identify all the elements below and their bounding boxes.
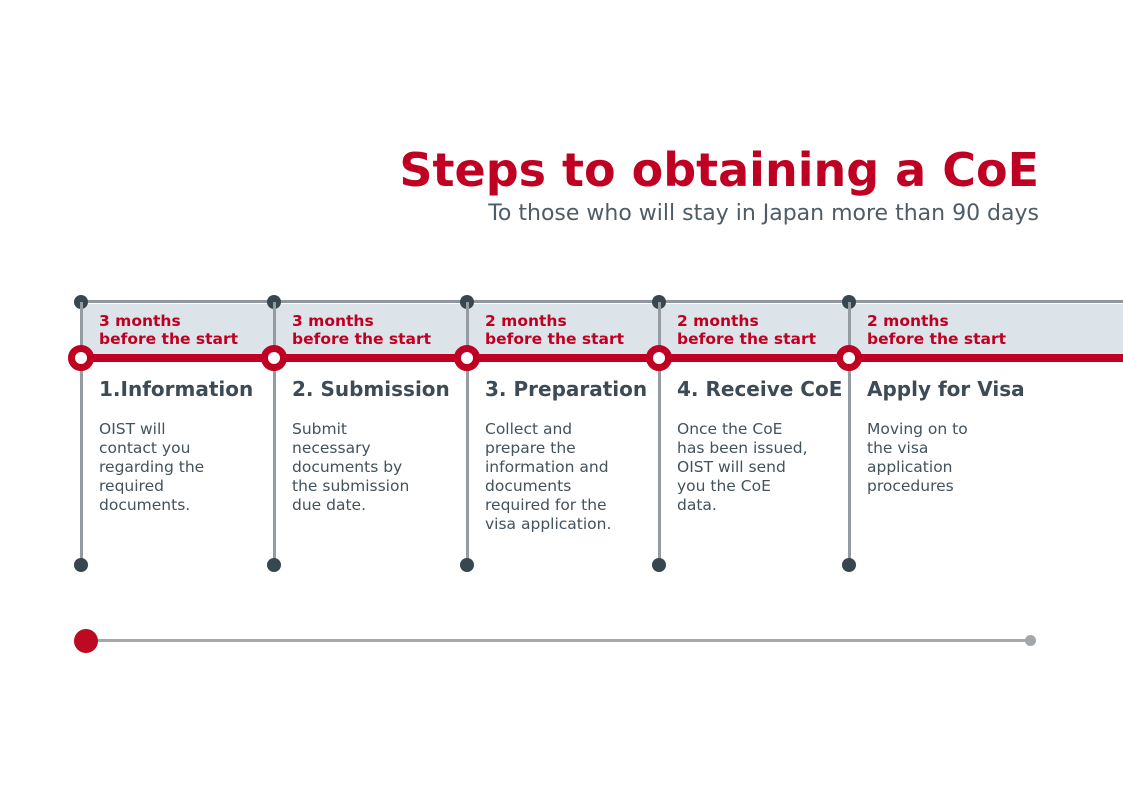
step-title: 1.Information	[99, 377, 254, 401]
connector-line	[273, 302, 276, 565]
timeline-node	[836, 345, 862, 371]
timeline-node	[68, 345, 94, 371]
timing-label: 3 months before the start	[99, 312, 239, 348]
bottom-dot	[652, 558, 666, 572]
timing-label: 3 months before the start	[292, 312, 432, 348]
step-title: 4. Receive CoE	[677, 377, 843, 401]
timing-label: 2 months before the start	[677, 312, 817, 348]
timeline-band	[81, 304, 1123, 354]
step-description: Submit necessary documents by the submis…	[292, 420, 410, 514]
timeline-top-line	[81, 300, 1123, 303]
connector-line	[848, 302, 851, 565]
connector-line	[466, 302, 469, 565]
header: Steps to obtaining a CoE To those who wi…	[399, 143, 1039, 228]
step-description: OIST will contact you regarding the requ…	[99, 420, 205, 514]
timeline-node	[454, 345, 480, 371]
timing-label: 2 months before the start	[485, 312, 625, 348]
bottom-dot	[267, 558, 281, 572]
progress-start-dot	[74, 629, 98, 653]
timeline-node	[646, 345, 672, 371]
step-description: Collect and prepare the information and …	[485, 420, 612, 533]
bottom-dot	[460, 558, 474, 572]
timeline-node	[261, 345, 287, 371]
page-title: Steps to obtaining a CoE	[399, 143, 1039, 197]
bottom-dot	[842, 558, 856, 572]
connector-line	[80, 302, 83, 565]
bottom-dot	[74, 558, 88, 572]
timing-label: 2 months before the start	[867, 312, 1007, 348]
progress-line	[86, 639, 1031, 642]
step-title: 3. Preparation	[485, 377, 648, 401]
step-title: 2. Submission	[292, 377, 450, 401]
progress-end-dot	[1025, 635, 1036, 646]
step-description: Once the CoE has been issued, OIST will …	[677, 420, 808, 514]
step-title: Apply for Visa	[867, 377, 1025, 401]
timeline-axis	[81, 354, 1123, 362]
page-subtitle: To those who will stay in Japan more tha…	[488, 201, 1039, 227]
connector-line	[658, 302, 661, 565]
step-description: Moving on to the visa application proced…	[867, 420, 968, 495]
